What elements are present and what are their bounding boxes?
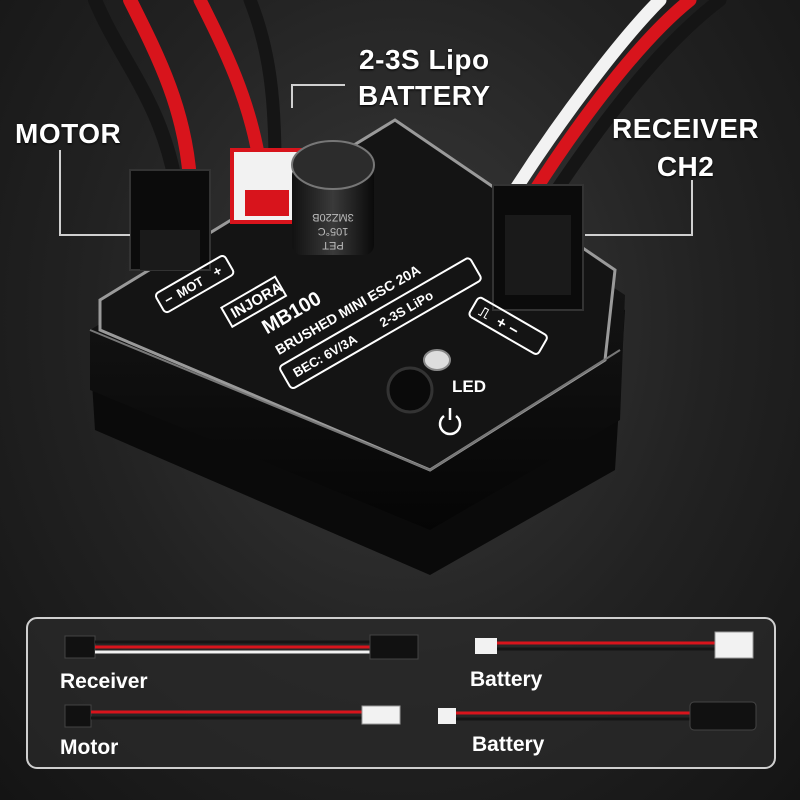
capacitor-text-1: 3MZ20B bbox=[312, 211, 354, 223]
receiver-cable-label: Receiver bbox=[60, 670, 148, 693]
callout-lines bbox=[59, 84, 693, 236]
power-button[interactable] bbox=[386, 366, 434, 414]
battery-cable-label-bottom: Battery bbox=[472, 733, 545, 756]
motor-cable bbox=[64, 704, 401, 728]
battery-callout-line1: 2-3S Lipo bbox=[359, 44, 490, 75]
motor-wires bbox=[88, 0, 197, 187]
battery-cable-label-top: Battery bbox=[470, 668, 543, 691]
receiver-callout-line1: RECEIVER bbox=[612, 113, 760, 144]
motor-callout: MOTOR bbox=[15, 118, 122, 149]
cables-panel bbox=[26, 617, 776, 769]
capacitor-text-2: 105°C bbox=[318, 225, 349, 237]
battery-cable-bottom bbox=[438, 701, 757, 731]
battery-wires bbox=[193, 0, 282, 172]
motor-connector bbox=[129, 169, 211, 271]
power-icon bbox=[438, 408, 462, 436]
receiver-cable bbox=[64, 634, 419, 660]
capacitor: 3MZ20B 105°C PET bbox=[291, 140, 375, 255]
led-indicator: LED bbox=[423, 349, 486, 396]
led-label: LED bbox=[452, 377, 486, 396]
battery-connector bbox=[230, 148, 304, 224]
receiver-connector bbox=[492, 184, 584, 311]
capacitor-text-3: PET bbox=[322, 239, 344, 251]
motor-cable-label: Motor bbox=[60, 736, 119, 759]
battery-callout-line2: BATTERY bbox=[358, 80, 491, 111]
battery-callout: 2-3S Lipo BATTERY bbox=[358, 42, 491, 114]
receiver-callout-line2: CH2 bbox=[656, 151, 715, 182]
battery-cable-top bbox=[475, 631, 754, 659]
esc-body bbox=[89, 118, 625, 575]
receiver-wires bbox=[508, 0, 727, 207]
receiver-callout: RECEIVER CH2 bbox=[612, 110, 759, 186]
